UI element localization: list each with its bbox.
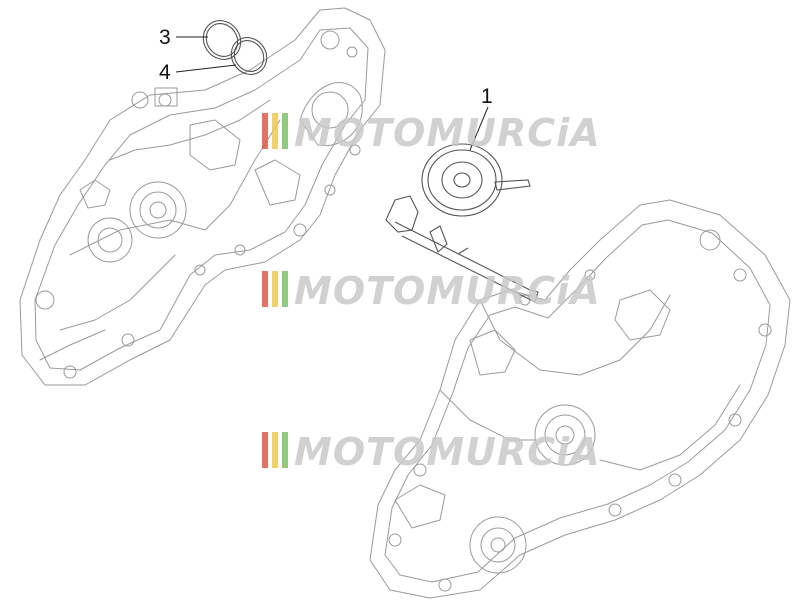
- callout-3: 3: [159, 26, 208, 49]
- right-crankcase-half: [369, 199, 791, 599]
- callout-label-3: 3: [159, 26, 171, 49]
- callout-4: 4: [159, 61, 237, 84]
- callout-label-1: 1: [481, 85, 493, 108]
- callout-1: 1: [469, 85, 493, 151]
- callout-label-4: 4: [159, 61, 171, 84]
- ring-part-3: [202, 20, 242, 60]
- watermark-stripe-green: [282, 271, 288, 307]
- watermark-top: MOTOMURCiA: [262, 111, 601, 155]
- watermark-stripe-green: [282, 432, 288, 468]
- watermark-text: MOTOMURCiA: [294, 269, 601, 313]
- watermark-bottom: MOTOMURCiA: [262, 430, 601, 474]
- watermark-text: MOTOMURCiA: [294, 430, 601, 474]
- ring-part-4: [230, 37, 268, 75]
- watermark-stripe-yellow: [272, 113, 278, 149]
- watermark-middle: MOTOMURCiA: [262, 269, 601, 313]
- watermark-stripe-yellow: [272, 432, 278, 468]
- watermark-text: MOTOMURCiA: [294, 111, 601, 155]
- watermark-stripe-red: [262, 271, 268, 307]
- watermark-stripe-red: [262, 113, 268, 149]
- watermark-stripe-red: [262, 432, 268, 468]
- left-crankcase-half: [19, 7, 386, 386]
- gear-shaft-assembly: [385, 143, 539, 303]
- watermark-stripe-yellow: [272, 271, 278, 307]
- watermark-stripe-green: [282, 113, 288, 149]
